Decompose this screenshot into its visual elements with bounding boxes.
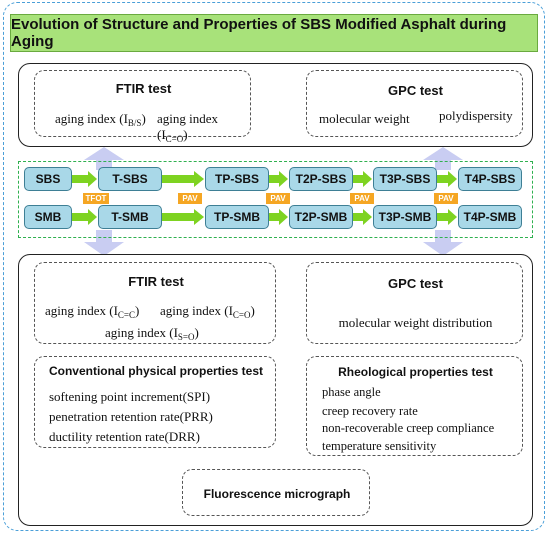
arrow-r1-5 xyxy=(437,171,457,187)
top-ftir-box: FTIR test aging index (IB/S) aging index… xyxy=(34,70,251,144)
rheo-heading: Rheological properties test xyxy=(338,365,493,379)
arrow-r2-3 xyxy=(269,209,288,225)
label-pav-4: PAV xyxy=(434,193,458,204)
top-gpc-heading: GPC test xyxy=(388,83,443,98)
bottom-gpc-heading: GPC test xyxy=(388,276,443,291)
bottom-ftir-item-cc: aging index (IC=C) xyxy=(45,303,140,320)
top-gpc-polydispersity: polydispersity xyxy=(439,108,513,123)
rheo-box: Rheological properties test phase angle … xyxy=(306,356,523,456)
node-t4p-smb: T4P-SMB xyxy=(458,205,522,229)
physical-item-prr: penetration retention rate(PRR) xyxy=(49,409,213,424)
bottom-gpc-box: GPC test molecular weight distribution xyxy=(306,262,523,344)
bottom-ftir-box: FTIR test aging index (IC=C) aging index… xyxy=(34,262,276,344)
physical-item-spi: softening point increment(SPI) xyxy=(49,389,211,404)
arrow-r2-1 xyxy=(72,209,97,225)
arrow-r2-5 xyxy=(437,209,457,225)
node-smb: SMB xyxy=(24,205,72,229)
node-t4p-sbs: T4P-SBS xyxy=(458,167,522,191)
bottom-ftir-heading: FTIR test xyxy=(128,274,184,289)
bottom-section: FTIR test aging index (IC=C) aging index… xyxy=(18,254,533,526)
top-gpc-box: GPC test molecular weight polydispersity xyxy=(306,70,523,137)
top-ftir-item-bs: aging index (IB/S) xyxy=(55,111,146,128)
physical-heading: Conventional physical properties test xyxy=(48,364,264,378)
bottom-gpc-item: molecular weight distribution xyxy=(338,315,493,330)
up-arrow-left xyxy=(84,147,124,170)
node-t-sbs: T-SBS xyxy=(98,167,162,191)
fluorescence-box: Fluorescence micrograph xyxy=(182,469,370,516)
rheo-item-temp-sensitivity: temperature sensitivity xyxy=(322,439,437,453)
arrow-r1-1 xyxy=(72,171,97,187)
up-arrow-right xyxy=(423,147,463,170)
label-tfot: TFOT xyxy=(83,193,109,204)
top-ftir-item-co: aging index (IC=O) xyxy=(157,111,219,144)
physical-box: Conventional physical properties test so… xyxy=(34,356,276,448)
node-tp-sbs: TP-SBS xyxy=(205,167,269,191)
bottom-ftir-item-co: aging index (IC=O) xyxy=(160,303,255,320)
label-pav-3: PAV xyxy=(350,193,374,204)
node-t2p-smb: T2P-SMB xyxy=(289,205,353,229)
arrow-r2-2 xyxy=(162,209,204,225)
top-ftir-heading: FTIR test xyxy=(115,81,172,96)
node-tp-smb: TP-SMB xyxy=(205,205,269,229)
bottom-ftir-item-so: aging index (IS=O) xyxy=(105,325,199,342)
down-arrow-left xyxy=(84,230,124,256)
rheo-item-creep-recovery: creep recovery rate xyxy=(322,404,418,418)
label-pav-1: PAV xyxy=(178,193,202,204)
node-sbs: SBS xyxy=(24,167,72,191)
diagram-title: Evolution of Structure and Properties of… xyxy=(10,14,538,52)
node-t2p-sbs: T2P-SBS xyxy=(289,167,353,191)
node-t3p-smb: T3P-SMB xyxy=(373,205,437,229)
arrow-r1-2 xyxy=(162,171,204,187)
fluorescence-heading: Fluorescence micrograph xyxy=(203,487,351,501)
top-section: FTIR test aging index (IB/S) aging index… xyxy=(18,63,533,147)
node-t-smb: T-SMB xyxy=(98,205,162,229)
physical-item-drr: ductility retention rate(DRR) xyxy=(49,429,200,444)
down-arrow-right xyxy=(423,230,463,256)
rheo-item-creep-compliance: non-recoverable creep compliance xyxy=(322,421,495,435)
arrow-r2-4 xyxy=(353,209,372,225)
arrow-r1-3 xyxy=(269,171,288,187)
node-t3p-sbs: T3P-SBS xyxy=(373,167,437,191)
top-gpc-molecular-weight: molecular weight xyxy=(319,111,410,126)
label-pav-2: PAV xyxy=(266,193,290,204)
outer-frame xyxy=(3,2,545,531)
rheo-item-phase-angle: phase angle xyxy=(322,385,381,399)
arrow-r1-4 xyxy=(353,171,372,187)
process-band xyxy=(18,161,533,238)
